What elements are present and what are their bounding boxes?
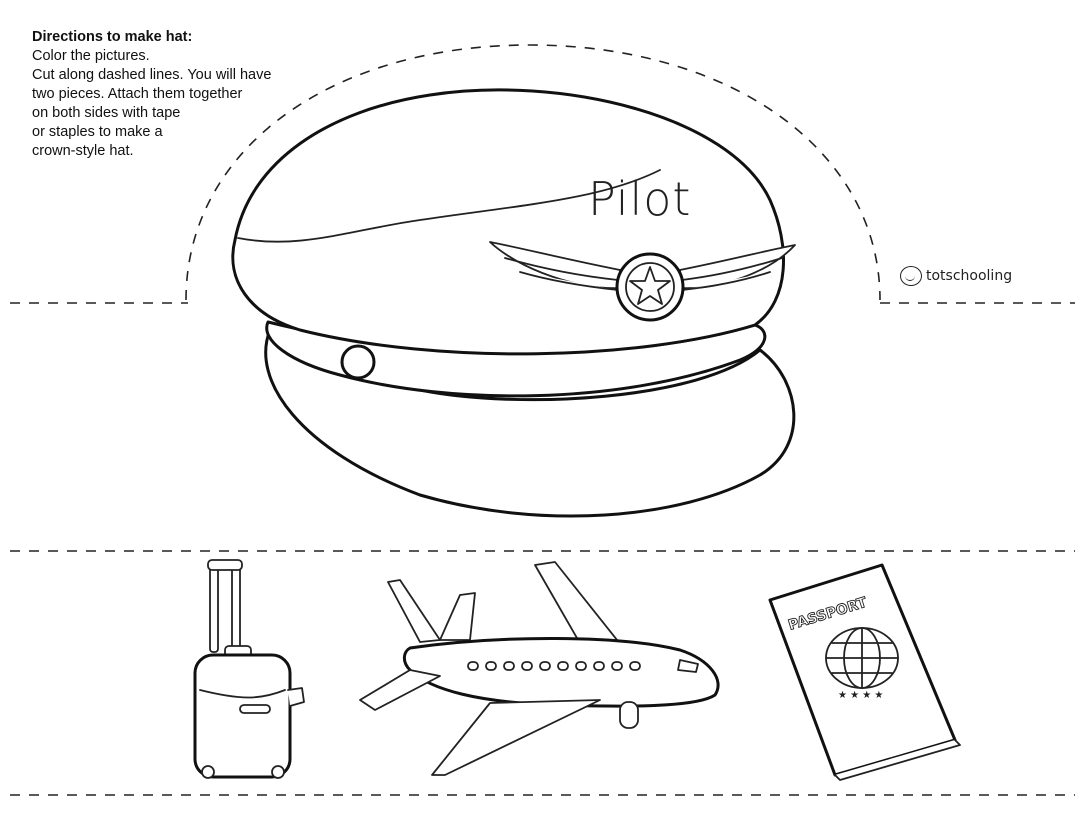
directions-line: or staples to make a xyxy=(32,124,163,140)
directions-line: on both sides with tape xyxy=(32,105,181,121)
directions-line: Cut along dashed lines. You will have xyxy=(32,67,272,83)
cut-line-arch xyxy=(185,44,881,301)
kid-face-logo-icon xyxy=(900,266,922,286)
directions-line: two pieces. Attach them together xyxy=(32,86,243,102)
pilot-cap-icon xyxy=(231,88,796,518)
passport-icon: PASSPORT ★ ★ ★ ★ xyxy=(768,563,961,781)
directions-line: crown-style hat. xyxy=(32,143,134,159)
svg-text:★ ★ ★ ★: ★ ★ ★ ★ xyxy=(838,690,883,701)
hat-label: Pilot xyxy=(588,172,692,226)
brand-name: totschooling xyxy=(926,268,1013,284)
brand-logo: totschooling xyxy=(900,266,1012,286)
directions-title: Directions to make hat: xyxy=(32,29,193,45)
suitcase-icon xyxy=(193,559,305,779)
directions-block: Directions to make hat: Color the pictur… xyxy=(32,28,332,161)
airplane-icon xyxy=(359,561,720,776)
directions-line: Color the pictures. xyxy=(32,48,150,64)
airplane-windows xyxy=(467,659,699,673)
